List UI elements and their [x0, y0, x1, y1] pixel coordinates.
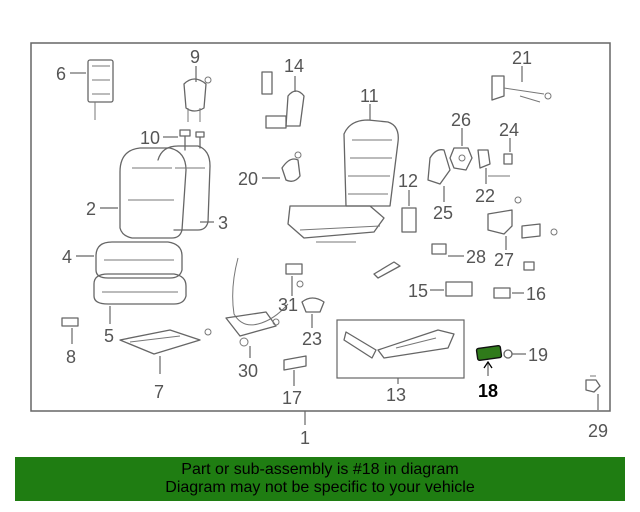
part-30-harness: [225, 257, 289, 347]
part-8-clip: [61, 317, 79, 327]
callout-13: 13: [386, 385, 406, 405]
part-11-seat-frame: [287, 119, 399, 243]
callout-21: 21: [512, 48, 532, 68]
part-4-cushion: [95, 241, 183, 279]
callout-18: 18: [478, 381, 498, 401]
callout-19: 19: [528, 345, 548, 365]
info-banner: Part or sub-assembly is #18 in diagram D…: [15, 457, 625, 501]
part-20-bracket: [281, 151, 302, 182]
callout-11: 11: [360, 86, 379, 106]
callout-14: 14: [284, 56, 304, 76]
banner-line-2: Diagram may not be specific to your vehi…: [165, 479, 475, 496]
part-14-cover: [261, 71, 305, 129]
part-26-gear: [449, 147, 473, 171]
part-7-panel: [119, 328, 212, 355]
part-29-bracket: [585, 375, 601, 393]
part-18-highlighted: [475, 344, 503, 362]
callout-10: 10: [140, 128, 160, 148]
part-13-box: [336, 319, 465, 379]
callout-9: 9: [190, 47, 200, 67]
callout-24: 24: [499, 120, 519, 140]
callout-12: 12: [398, 171, 418, 191]
part-17-bracket: [283, 355, 307, 371]
part-9-headrest: [183, 76, 212, 122]
part-6-panel: [87, 59, 114, 120]
banner-line-1: Part or sub-assembly is #18 in diagram: [181, 461, 459, 478]
callout-15: 15: [408, 281, 428, 301]
part-31-connector: [285, 263, 304, 288]
part-19-screw: [503, 349, 513, 359]
callout-7: 7: [154, 382, 164, 402]
part-23-knob: [301, 297, 325, 313]
callout-30: 30: [238, 361, 258, 381]
callout-6: 6: [56, 64, 66, 84]
part-5-pad: [93, 273, 187, 305]
part-28-connector: [373, 243, 447, 279]
part-16-clip: [493, 287, 511, 299]
callout-23: 23: [302, 329, 322, 349]
callout-16: 16: [526, 284, 546, 304]
part-2-seatback: [119, 147, 187, 239]
callout-3: 3: [218, 213, 228, 233]
callout-17: 17: [282, 388, 302, 408]
callout-2: 2: [86, 199, 96, 219]
callout-28: 28: [466, 247, 486, 267]
part-22-knob: [477, 149, 510, 177]
part-3-seatback-cover: [157, 145, 211, 231]
part-25-cover: [427, 149, 451, 185]
part-15-trim: [445, 281, 473, 297]
parts-diagram: 1 6 9 10 14 20: [30, 42, 611, 448]
diagram-frame: [30, 42, 611, 412]
callout-5: 5: [104, 326, 114, 346]
callout-27: 27: [494, 250, 514, 270]
part-21-lever: [491, 75, 552, 103]
callout-25: 25: [433, 203, 453, 223]
part-13-shield: [343, 329, 455, 359]
callout-4: 4: [62, 247, 72, 267]
part-12-switch: [401, 207, 417, 233]
part-27-bracket: [487, 196, 558, 271]
callout-31: 31: [278, 295, 298, 315]
callout-20: 20: [238, 169, 258, 189]
callout-8: 8: [66, 347, 76, 367]
callout-1: 1: [300, 428, 310, 448]
callout-26: 26: [451, 110, 471, 130]
callout-22: 22: [475, 186, 495, 206]
callout-29: 29: [588, 421, 608, 441]
part-24-clip: [503, 153, 513, 165]
